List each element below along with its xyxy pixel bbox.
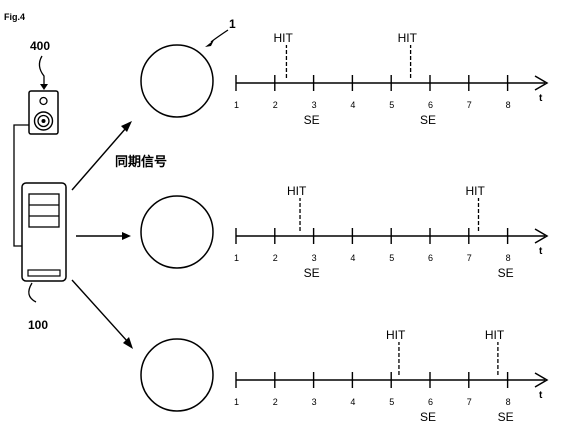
- se-label: SE: [420, 410, 436, 424]
- se-label: SE: [304, 266, 320, 280]
- robot-circle-3: [140, 338, 214, 412]
- time-tick-label: 2: [273, 100, 278, 110]
- time-axis-symbol: t: [539, 93, 543, 104]
- time-tick-label: 2: [273, 253, 278, 263]
- speaker-icon: [28, 90, 59, 135]
- hit-label: HIT: [273, 31, 293, 45]
- time-tick-label: 6: [428, 397, 433, 407]
- time-tick-label: 1: [234, 100, 239, 110]
- time-tick-label: 8: [506, 100, 511, 110]
- sync-arrow-lower-head: [123, 337, 133, 349]
- se-label: SE: [304, 113, 320, 127]
- robot-circle-2: [140, 195, 214, 269]
- se-label: SE: [498, 266, 514, 280]
- sync-arrow-upper: [71, 127, 127, 191]
- hit-label: HIT: [386, 328, 406, 342]
- sync-signal-label: 同期信号: [115, 154, 167, 170]
- se-label: SE: [498, 410, 514, 424]
- computer-leader-line: [28, 282, 37, 303]
- time-tick-label: 8: [506, 397, 511, 407]
- time-axis-symbol: t: [539, 390, 543, 401]
- time-tick-label: 4: [350, 397, 355, 407]
- time-axis-arrowhead: [534, 228, 549, 244]
- hit-label: HIT: [466, 184, 486, 198]
- time-tick-label: 3: [312, 100, 317, 110]
- time-tick-label: 6: [428, 100, 433, 110]
- time-tick-label: 8: [506, 253, 511, 263]
- time-tick-label: 3: [312, 253, 317, 263]
- robot-leader-arrowhead: [205, 40, 214, 47]
- time-tick-label: 2: [273, 397, 278, 407]
- time-tick-label: 5: [389, 100, 394, 110]
- time-tick-label: 7: [467, 100, 472, 110]
- time-tick-label: 3: [312, 397, 317, 407]
- time-tick-label: 7: [467, 253, 472, 263]
- time-axis-arrowhead: [534, 372, 549, 388]
- sync-arrow-middle-head: [122, 232, 131, 240]
- robot-leader-line: [210, 29, 229, 43]
- time-tick-label: 1: [234, 253, 239, 263]
- hit-label: HIT: [485, 328, 505, 342]
- timeline-3: t 1 2 3 4 5 6 7 8 HIT HIT SE SE: [234, 328, 549, 424]
- hit-label: HIT: [287, 184, 307, 198]
- computer-tower-icon: [21, 182, 67, 282]
- speaker-ref-label: 400: [30, 39, 50, 53]
- robot-ref-label: 1: [229, 17, 236, 31]
- hit-label: HIT: [398, 31, 418, 45]
- time-tick-label: 1: [234, 397, 239, 407]
- computer-ref-label: 100: [28, 318, 48, 332]
- robot-circle-1: [140, 44, 214, 118]
- figure-label: Fig.4: [4, 12, 25, 22]
- speaker-leader-arrowhead: [40, 84, 48, 90]
- time-tick-label: 6: [428, 253, 433, 263]
- time-axis-symbol: t: [539, 246, 543, 257]
- speaker-cable: [13, 124, 29, 247]
- timeline-2: t 1 2 3 4 5 6 7 8 HIT HIT SE SE: [234, 184, 549, 280]
- time-tick-label: 5: [389, 397, 394, 407]
- time-tick-label: 4: [350, 253, 355, 263]
- sync-arrow-lower: [71, 279, 129, 343]
- time-tick-label: 5: [389, 253, 394, 263]
- time-tick-label: 7: [467, 397, 472, 407]
- timeline-1: t 1 2 3 4 5 6 7 8 HIT HIT SE SE: [234, 31, 549, 127]
- time-tick-label: 4: [350, 100, 355, 110]
- speaker-leader-line: [38, 55, 45, 85]
- se-label: SE: [420, 113, 436, 127]
- time-axis-arrowhead: [534, 75, 549, 91]
- sync-arrow-upper-head: [121, 121, 132, 132]
